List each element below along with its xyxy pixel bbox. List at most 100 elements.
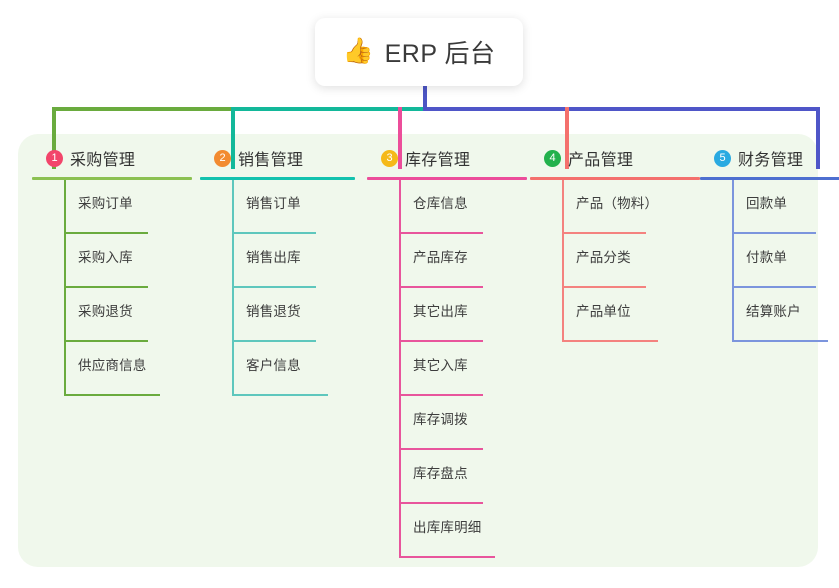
leaf-node[interactable]: 销售订单 bbox=[200, 180, 355, 234]
leaf-node-label: 销售出库 bbox=[246, 250, 301, 265]
branch-column-3: 3 库存管理仓库信息产品库存其它出库其它入库库存调拨库存盘点出库库明细 bbox=[367, 144, 527, 558]
branch-items-1: 采购订单采购入库采购退货供应商信息 bbox=[32, 180, 192, 396]
leaf-node-rule bbox=[562, 232, 646, 234]
leaf-node-label: 供应商信息 bbox=[78, 358, 147, 373]
leaf-node-label: 产品单位 bbox=[576, 304, 631, 319]
branch-items-5: 回款单付款单结算账户 bbox=[700, 180, 839, 342]
leaf-node-label: 销售退货 bbox=[246, 304, 301, 319]
leaf-node[interactable]: 结算账户 bbox=[700, 288, 839, 342]
branch-badge-4: 4 bbox=[544, 149, 561, 167]
connector-drop-5 bbox=[816, 107, 820, 169]
leaf-node[interactable]: 库存盘点 bbox=[367, 450, 527, 504]
branch-header-rule-3 bbox=[367, 177, 527, 180]
branch-header-rule-5 bbox=[700, 177, 839, 180]
leaf-node[interactable]: 其它出库 bbox=[367, 288, 527, 342]
leaf-node[interactable]: 销售出库 bbox=[200, 234, 355, 288]
leaf-node-rule bbox=[399, 448, 483, 450]
leaf-node[interactable]: 供应商信息 bbox=[32, 342, 192, 396]
leaf-node-rule bbox=[232, 340, 316, 342]
leaf-node[interactable]: 销售退货 bbox=[200, 288, 355, 342]
connector-drop-3 bbox=[398, 107, 402, 169]
branch-column-1: 1 采购管理采购订单采购入库采购退货供应商信息 bbox=[32, 144, 192, 396]
leaf-node-label: 库存调拨 bbox=[413, 412, 468, 427]
branch-badge-1: 1 bbox=[46, 149, 63, 167]
branch-header-1[interactable]: 1 采购管理 bbox=[32, 144, 192, 172]
branch-header-4[interactable]: 4 产品管理 bbox=[530, 144, 700, 172]
connector-drop-1 bbox=[52, 107, 56, 169]
leaf-node[interactable]: 产品库存 bbox=[367, 234, 527, 288]
branch-spine-5 bbox=[732, 180, 734, 342]
leaf-node-rule bbox=[732, 232, 816, 234]
leaf-node-label: 回款单 bbox=[746, 196, 788, 211]
leaf-node-label: 销售订单 bbox=[246, 196, 301, 211]
leaf-node-label: 库存盘点 bbox=[413, 466, 468, 481]
connector-bus-left bbox=[52, 107, 234, 111]
branch-spine-1 bbox=[64, 180, 66, 396]
leaf-node[interactable]: 产品分类 bbox=[530, 234, 700, 288]
leaf-node-rule bbox=[399, 286, 483, 288]
leaf-node-rule bbox=[232, 232, 316, 234]
leaf-node-label: 出库库明细 bbox=[413, 520, 482, 535]
connector-drop-4 bbox=[565, 107, 569, 169]
leaf-node-label: 产品分类 bbox=[576, 250, 631, 265]
branch-column-5: 5 财务管理回款单付款单结算账户 bbox=[700, 144, 839, 342]
branch-header-rule-2 bbox=[200, 177, 355, 180]
leaf-node[interactable]: 客户信息 bbox=[200, 342, 355, 396]
leaf-node[interactable]: 产品单位 bbox=[530, 288, 700, 342]
leaf-node[interactable]: 其它入库 bbox=[367, 342, 527, 396]
leaf-node[interactable]: 产品（物料） bbox=[530, 180, 700, 234]
leaf-node-label: 产品（物料） bbox=[576, 196, 659, 211]
leaf-node[interactable]: 仓库信息 bbox=[367, 180, 527, 234]
branch-title-4: 产品管理 bbox=[568, 152, 634, 169]
root-node[interactable]: 👍 ERP 后台 bbox=[315, 18, 523, 86]
diagram-panel bbox=[18, 134, 818, 567]
leaf-node-label: 其它出库 bbox=[413, 304, 468, 319]
branch-header-rule-1 bbox=[32, 177, 192, 180]
leaf-node-label: 采购订单 bbox=[78, 196, 133, 211]
leaf-node-label: 付款单 bbox=[746, 250, 788, 265]
leaf-node[interactable]: 采购入库 bbox=[32, 234, 192, 288]
leaf-node[interactable]: 出库库明细 bbox=[367, 504, 527, 558]
branch-badge-2: 2 bbox=[214, 149, 231, 167]
leaf-node-rule bbox=[732, 286, 816, 288]
root-node-title: ERP 后台 bbox=[384, 40, 496, 68]
branch-title-3: 库存管理 bbox=[405, 152, 471, 169]
branch-spine-3 bbox=[399, 180, 401, 558]
branch-header-3[interactable]: 3 库存管理 bbox=[367, 144, 527, 172]
connector-bus-right bbox=[423, 107, 820, 111]
branch-badge-3: 3 bbox=[381, 149, 398, 167]
leaf-node-rule bbox=[64, 394, 160, 396]
leaf-node-rule bbox=[399, 556, 495, 558]
leaf-node-rule bbox=[399, 502, 483, 504]
branch-spine-4 bbox=[562, 180, 564, 342]
branch-header-rule-4 bbox=[530, 177, 700, 180]
leaf-node-rule bbox=[399, 232, 483, 234]
leaf-node-rule bbox=[732, 340, 828, 342]
leaf-node[interactable]: 付款单 bbox=[700, 234, 839, 288]
branch-column-4: 4 产品管理产品（物料） 产品分类产品单位 bbox=[530, 144, 700, 342]
leaf-node[interactable]: 回款单 bbox=[700, 180, 839, 234]
leaf-node-label: 产品库存 bbox=[413, 250, 468, 265]
leaf-node-rule bbox=[232, 394, 328, 396]
leaf-node-rule bbox=[562, 286, 646, 288]
branch-title-5: 财务管理 bbox=[738, 152, 804, 169]
branch-header-5[interactable]: 5 财务管理 bbox=[700, 144, 839, 172]
branch-title-1: 采购管理 bbox=[70, 152, 136, 169]
branch-badge-5: 5 bbox=[714, 149, 731, 167]
connector-root-stem bbox=[423, 86, 427, 109]
thumbs-up-icon: 👍 bbox=[342, 36, 374, 65]
branch-items-4: 产品（物料） 产品分类产品单位 bbox=[530, 180, 700, 342]
leaf-node-rule bbox=[232, 286, 316, 288]
connector-bus-middle bbox=[232, 107, 425, 111]
leaf-node-rule bbox=[64, 232, 148, 234]
leaf-node[interactable]: 库存调拨 bbox=[367, 396, 527, 450]
leaf-node-rule bbox=[64, 340, 148, 342]
leaf-node-rule bbox=[562, 340, 658, 342]
branch-items-2: 销售订单销售出库销售退货客户信息 bbox=[200, 180, 355, 396]
leaf-node[interactable]: 采购订单 bbox=[32, 180, 192, 234]
leaf-node-label: 采购入库 bbox=[78, 250, 133, 265]
leaf-node[interactable]: 采购退货 bbox=[32, 288, 192, 342]
leaf-node-label: 仓库信息 bbox=[413, 196, 468, 211]
leaf-node-label: 其它入库 bbox=[413, 358, 468, 373]
